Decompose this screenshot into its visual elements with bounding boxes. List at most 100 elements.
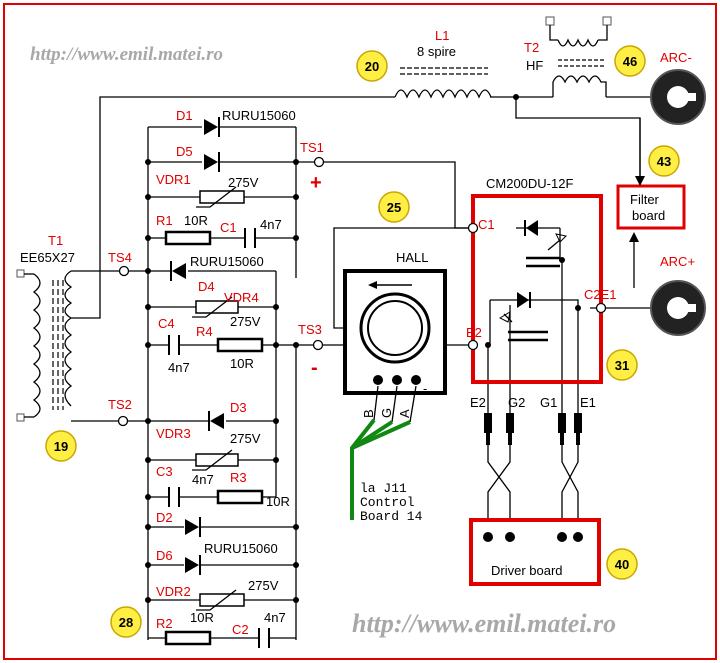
filter-board-box [616, 184, 686, 230]
capacitor-c1 [244, 228, 256, 248]
hall-pin-b: B [361, 409, 376, 418]
diode-d6 [185, 555, 201, 575]
svg-text:19: 19 [54, 439, 68, 454]
vdr1-label: VDR1 [156, 172, 191, 187]
outer-frame [3, 3, 717, 660]
driver-pin [483, 532, 493, 542]
resistor-r2 [164, 630, 212, 646]
r4-label: R4 [196, 324, 213, 339]
c2-label: C2 [232, 622, 249, 637]
arc-plus-connector [650, 280, 706, 336]
svg-text:31: 31 [615, 358, 629, 373]
terminal-e2 [467, 339, 479, 351]
igbt-part-label: CM200DU-12F [486, 176, 573, 191]
vdr-4 [192, 296, 239, 318]
watermark-bottom: http://www.emil.matei.ro [352, 609, 616, 638]
l1-turns-label: 8 spire [417, 44, 456, 59]
vdr4-label: VDR4 [224, 290, 259, 305]
t1-core-label: EE65X27 [20, 250, 75, 265]
gate-pin-g1: G1 [540, 395, 557, 410]
r2-value: 10R [190, 610, 214, 625]
terminal-ts3 [312, 339, 324, 351]
filter-input-arrow [635, 176, 645, 186]
driver-pin [505, 532, 515, 542]
vdr2-label: VDR2 [156, 584, 191, 599]
diode-d1 [204, 117, 220, 137]
c4-label: C4 [158, 316, 175, 331]
gate-pin-e2: E2 [470, 395, 486, 410]
badge-28: 28 [110, 606, 142, 638]
badge-25: 25 [378, 191, 410, 223]
hall-pin-a: A [397, 409, 412, 418]
control-note-1: la J11 [360, 481, 407, 496]
badge-46: 46 [614, 45, 646, 77]
capacitor-c3 [168, 487, 180, 507]
vdr3-voltage: 275V [230, 431, 261, 446]
d4-label: D4 [198, 279, 215, 294]
diode-d4 [170, 261, 186, 281]
arc-minus-label: ARC- [660, 50, 692, 65]
vdr3-label: VDR3 [156, 426, 191, 441]
driver-pin [573, 532, 583, 542]
diode-d5 [204, 152, 220, 172]
driver-board-label: Driver board [491, 563, 563, 578]
c4-value: 4n7 [168, 360, 190, 375]
svg-text:43: 43 [657, 154, 671, 169]
terminal-ts4 [118, 265, 130, 277]
c2e1-terminal-label: C2E1 [584, 287, 617, 302]
ts3-label: TS3 [298, 322, 322, 337]
badge-19: 19 [45, 430, 77, 462]
ts4-label: TS4 [108, 250, 132, 265]
c1-value: 4n7 [260, 217, 282, 232]
d5-label: D5 [176, 144, 193, 159]
t2-type-label: HF [526, 58, 543, 73]
vdr1-voltage: 275V [228, 175, 259, 190]
diode-d3 [208, 411, 224, 431]
terminal-ts2 [117, 415, 129, 427]
r4-value: 10R [230, 356, 254, 371]
badge-43: 43 [648, 145, 680, 177]
t2-label: T2 [524, 40, 539, 55]
gate-connectors [484, 413, 582, 445]
filter-output-arrow [629, 232, 639, 242]
control-note-3: Board 14 [360, 509, 423, 524]
hall-pin-g: G [379, 408, 394, 418]
d2-label: D2 [156, 510, 173, 525]
vdr4-voltage: 275V [230, 314, 261, 329]
driver-pin [557, 532, 567, 542]
t1-label: T1 [48, 233, 63, 248]
r1-label: R1 [156, 213, 173, 228]
vdr-3 [192, 449, 239, 471]
hall-minus-pin: - [423, 381, 427, 396]
gate-pin-g2: G2 [508, 395, 525, 410]
arc-minus-connector [650, 69, 706, 125]
c1-label: C1 [220, 220, 237, 235]
driver-board-box [469, 518, 601, 586]
svg-text:28: 28 [119, 615, 133, 630]
r3-value: 10R [266, 494, 290, 509]
control-note-2: Control [360, 495, 415, 510]
diode-part-bot: RURU15060 [204, 541, 278, 556]
c1-terminal-label: C1 [478, 217, 495, 232]
svg-text:46: 46 [623, 54, 637, 69]
badge-40: 40 [606, 548, 638, 580]
badge-20: 20 [356, 50, 388, 82]
hall-sensor [343, 269, 447, 395]
resistor-r1 [164, 230, 212, 246]
d6-label: D6 [156, 548, 173, 563]
capacitor-c2 [258, 628, 270, 648]
vdr-2 [196, 589, 245, 611]
capacitor-c4 [168, 335, 180, 355]
transformer-t2 [545, 16, 612, 97]
r2-label: R2 [156, 616, 173, 631]
vdr-1 [196, 186, 245, 208]
watermark-top: http://www.emil.matei.ro [30, 44, 223, 65]
gate-pin-e1: E1 [580, 395, 596, 410]
d1-label: D1 [176, 108, 193, 123]
resistor-r3 [216, 489, 264, 505]
ts2-label: TS2 [108, 397, 132, 412]
c3-value: 4n7 [192, 472, 214, 487]
hall-label: HALL [396, 250, 429, 265]
